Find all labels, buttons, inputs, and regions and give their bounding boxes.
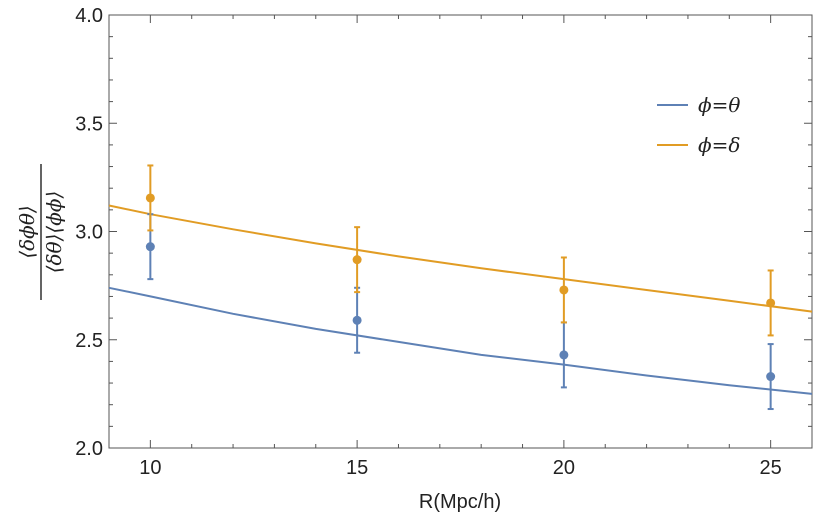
- fit-curve: [108, 286, 813, 395]
- data-point: [559, 285, 569, 295]
- y-tick-label: 3.0: [75, 222, 103, 244]
- y-tick-label: 3.5: [75, 113, 103, 135]
- legend: ϕ=θ ϕ=δ: [657, 93, 740, 157]
- x-tick-label: 15: [346, 457, 368, 479]
- y-axis-title-numerator: ⟨δϕθ⟩: [15, 205, 39, 258]
- data-point: [145, 242, 155, 252]
- y-axis-title: ⟨δϕθ⟩ ⟨δθ⟩⟨ϕϕ⟩: [15, 164, 66, 300]
- data-point: [145, 193, 155, 203]
- data-point: [766, 298, 776, 308]
- x-axis-title: R(Mpc/h): [419, 491, 501, 513]
- data-point: [352, 315, 362, 325]
- data-point: [352, 255, 362, 265]
- axis-tick-labels: 10 15 20 25 2.0 2.5 3.0 3.5 4.0: [75, 5, 782, 479]
- x-tick-label: 20: [553, 457, 575, 479]
- legend-label: ϕ=δ: [698, 133, 740, 157]
- fit-curves: [108, 204, 813, 395]
- data-point: [559, 350, 569, 360]
- data-points: [145, 193, 776, 382]
- x-tick-label: 25: [760, 457, 782, 479]
- y-axis-title-denominator: ⟨δθ⟩⟨ϕϕ⟩: [42, 191, 66, 274]
- y-tick-label: 2.5: [75, 330, 103, 352]
- axis-ticks: [108, 14, 813, 449]
- fit-curve: [108, 204, 813, 313]
- legend-label: ϕ=θ: [698, 93, 740, 117]
- y-tick-label: 4.0: [75, 5, 103, 27]
- y-tick-label: 2.0: [75, 438, 103, 460]
- x-tick-label: 10: [139, 457, 161, 479]
- error-bars: [147, 164, 774, 411]
- data-point: [766, 372, 776, 382]
